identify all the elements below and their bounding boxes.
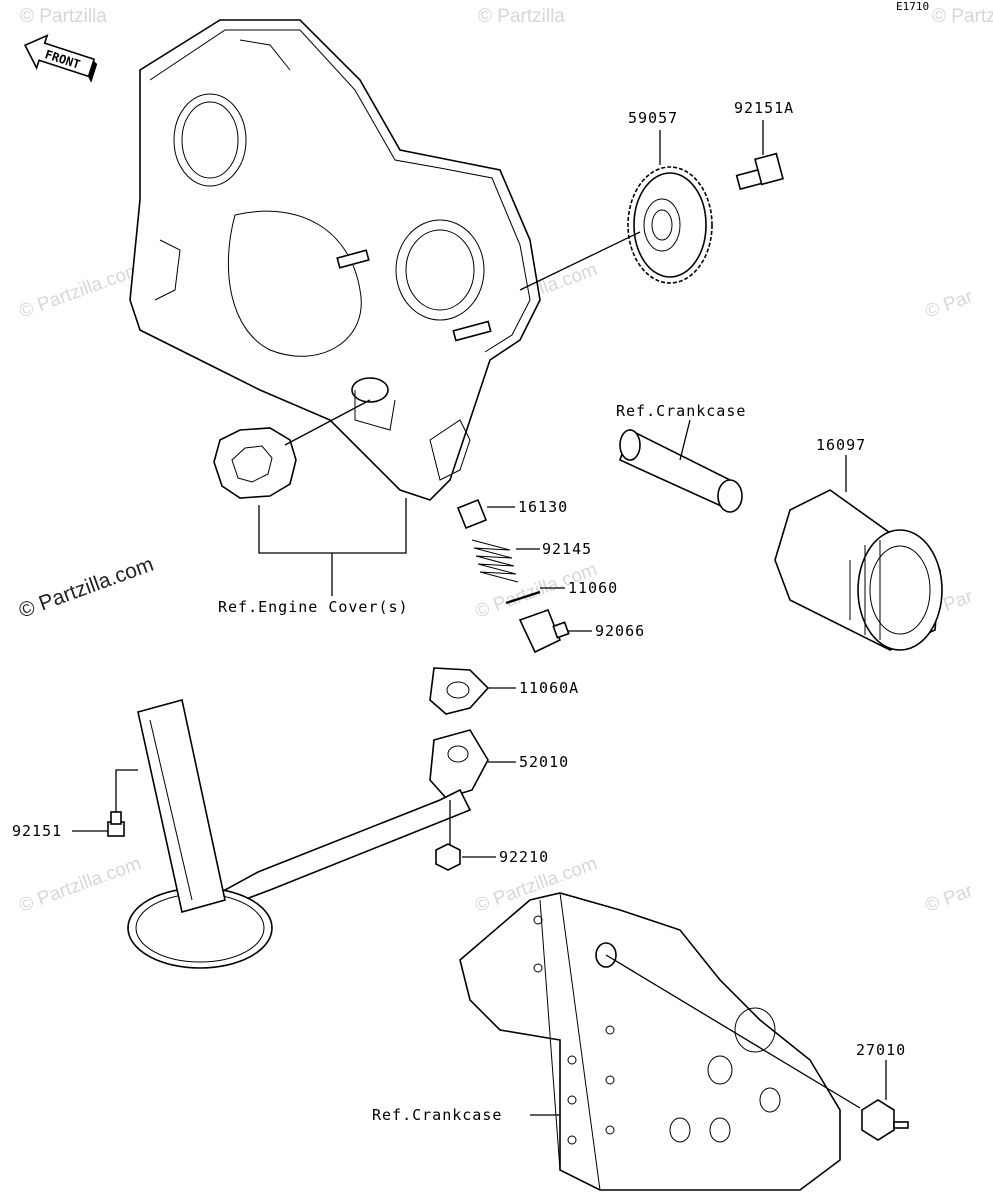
watermark: © Partzilla.com xyxy=(17,259,144,323)
bolt-92151A xyxy=(735,152,784,191)
watermark: © Par xyxy=(923,880,977,917)
part-label-27010: 27010 xyxy=(856,1041,906,1059)
ref-crankcase-top-label: Ref.Crankcase xyxy=(616,402,746,420)
part-label-16130: 16130 xyxy=(518,498,568,516)
watermark-dark: © Partzilla.com xyxy=(16,553,157,623)
nut-92210 xyxy=(435,843,461,871)
part-label-92066: 92066 xyxy=(595,622,645,640)
watermark: © Par xyxy=(923,286,977,323)
part-label-92145: 92145 xyxy=(542,540,592,558)
part-label-16097: 16097 xyxy=(816,436,866,454)
ref-engine-cover-label: Ref.Engine Cover(s) xyxy=(218,598,409,616)
front-arrow-icon: FRONT xyxy=(23,34,98,83)
watermark: © Partzilla xyxy=(478,6,565,27)
plug-92066 xyxy=(518,608,570,654)
part-label-59057: 59057 xyxy=(628,109,678,127)
oil-pressure-switch-27010 xyxy=(861,1099,909,1141)
watermark: © Partzilla xyxy=(20,6,107,27)
part-label-92151: 92151 xyxy=(12,822,62,840)
ref-crankcase-bottom-label: Ref.Crankcase xyxy=(372,1106,502,1124)
watermark: © Partzilla xyxy=(932,6,993,27)
crankcase-bottom xyxy=(459,892,841,1191)
oil-pump-rotor xyxy=(213,427,297,499)
spring-92145 xyxy=(471,539,519,583)
gasket-11060A xyxy=(429,667,490,715)
crankcase-pipe xyxy=(619,428,743,513)
watermark: © Partzilla.com xyxy=(17,853,144,917)
gear-59057 xyxy=(627,166,713,284)
part-label-11060: 11060 xyxy=(568,579,618,597)
relief-valve-16130 xyxy=(456,498,488,530)
diagram-code: E1710 xyxy=(896,0,929,13)
part-label-92151A: 92151A xyxy=(734,99,794,117)
part-label-11060A: 11060A xyxy=(519,679,579,697)
engine-cover-ref-bracket: Ref.Engine Cover(s) xyxy=(218,498,409,616)
bolt-92151 xyxy=(107,811,125,837)
engine-cover xyxy=(129,19,541,501)
part-label-52010: 52010 xyxy=(519,753,569,771)
oil-strainer-52010 xyxy=(127,699,489,969)
oil-filter-16097 xyxy=(774,489,943,651)
part-label-92210: 92210 xyxy=(499,848,549,866)
